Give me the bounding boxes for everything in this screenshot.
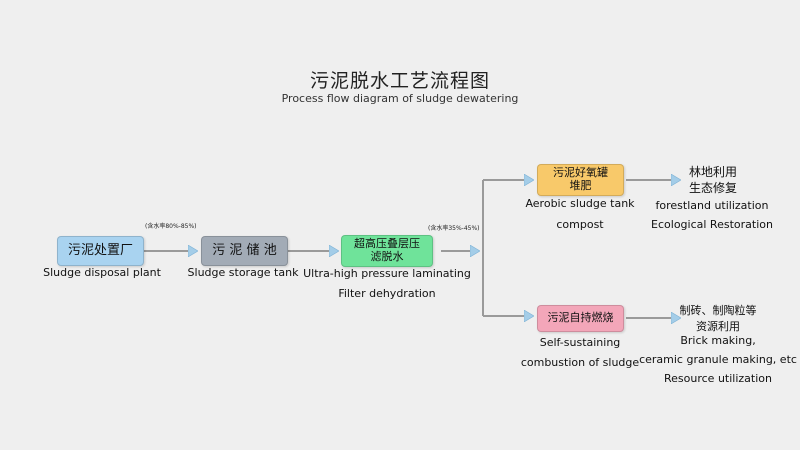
output-forest-en-2: Ecological Restoration <box>651 218 773 231</box>
node-filter-en-1: Ultra-high pressure laminating <box>303 267 471 280</box>
output-forest-cn-1: 林地利用 <box>688 165 738 179</box>
output-resource-en-1: Brick making, <box>680 334 756 347</box>
output-resource-en-3: Resource utilization <box>664 372 772 385</box>
output-forest-cn-2: 生态修复 <box>688 181 738 195</box>
node-self-sustaining-combustion: 污泥自持燃烧 <box>537 305 624 332</box>
node-aerobic-cn-1: 污泥好氧罐 <box>553 166 608 180</box>
node-filter-cn-2: 滤脱水 <box>370 250 404 263</box>
node-aerobic-en-1: Aerobic sludge tank <box>525 197 635 210</box>
node-disposal-en: Sludge disposal plant <box>43 266 161 279</box>
node-disposal-cn: 污泥处置厂 <box>67 242 133 258</box>
node-combustion-en-1: Self-sustaining <box>539 336 621 349</box>
diagram-title-en: Process flow diagram of sludge dewaterin… <box>281 92 519 105</box>
node-aerobic-en-2: compost <box>556 218 604 231</box>
moisture-note-2: (含水率35%-45%) <box>428 225 480 232</box>
node-filter-en-2: Filter dehydration <box>338 287 436 300</box>
node-combustion-en-2: combustion of sludge <box>520 356 640 369</box>
node-storage-cn: 污 泥 储 池 <box>212 242 277 258</box>
output-resource-cn-1: 制砖、制陶粒等 <box>679 304 757 317</box>
node-storage-en: Sludge storage tank <box>187 266 299 279</box>
output-forest-en-1: forestland utilization <box>655 199 769 212</box>
node-sludge-storage-tank: 污 泥 储 池 <box>201 236 288 266</box>
node-filter-cn-1: 超高压叠层压 <box>354 237 420 251</box>
diagram-title-cn: 污泥脱水工艺流程图 <box>309 70 490 92</box>
node-aerobic-cn-2: 堆肥 <box>569 179 592 192</box>
moisture-note-1: (含水率80%-85%) <box>145 223 197 230</box>
output-resource-cn-2: 资源利用 <box>696 320 740 333</box>
node-combustion-cn: 污泥自持燃烧 <box>547 311 614 325</box>
output-resource-en-2: ceramic granule making, etc <box>639 353 797 366</box>
node-filter-dehydration: 超高压叠层压 滤脱水 <box>341 235 433 267</box>
node-aerobic-compost: 污泥好氧罐 堆肥 <box>537 164 624 196</box>
node-sludge-disposal-plant: 污泥处置厂 <box>57 236 144 266</box>
